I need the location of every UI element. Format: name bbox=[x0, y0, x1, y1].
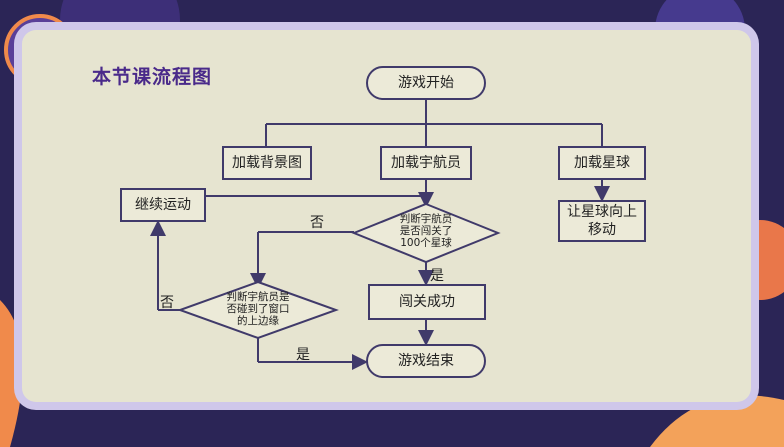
stars-move-up-text: 让星球向上移动 bbox=[567, 203, 637, 239]
start-node: 游戏开始 bbox=[366, 66, 486, 100]
success-node: 闯关成功 bbox=[368, 284, 486, 320]
edge-label-yes-stars: 是 bbox=[430, 265, 444, 285]
edge-label-no-edge: 否 bbox=[160, 292, 174, 312]
decision-edge-text: 判断宇航员是否碰到了窗口的上边缘 bbox=[204, 291, 312, 327]
load-background-node: 加载背景图 bbox=[222, 146, 312, 180]
edge-label-yes-edge: 是 bbox=[296, 344, 310, 364]
load-astronaut-node: 加载宇航员 bbox=[380, 146, 472, 180]
load-stars-node: 加载星球 bbox=[558, 146, 646, 180]
continue-moving-node: 继续运动 bbox=[120, 188, 206, 222]
edge-label-no-stars: 否 bbox=[310, 212, 324, 232]
end-node: 游戏结束 bbox=[366, 344, 486, 378]
stars-move-up-node: 让星球向上移动 bbox=[558, 200, 646, 242]
